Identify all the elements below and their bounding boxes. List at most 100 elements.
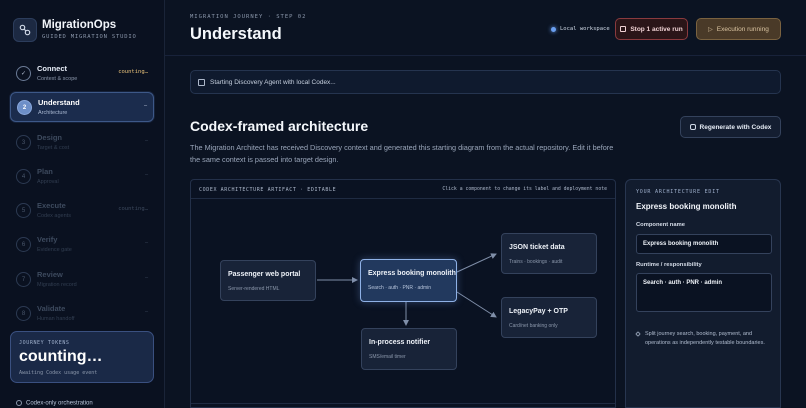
page-title: Understand [190, 25, 282, 43]
stop-icon [620, 26, 627, 32]
node-desc: SMS/email timer [369, 354, 406, 360]
step-number: 3 [16, 135, 31, 150]
node-title: LegacyPay + OTP [509, 308, 568, 315]
step-understand[interactable]: 2 Understand Architecture – [10, 92, 154, 122]
node-desc: Card/net banking only [509, 323, 558, 329]
step-name: Connect [37, 64, 67, 73]
step-status: – [144, 138, 148, 144]
status-dot-icon [551, 26, 556, 32]
node-json-ticket-data[interactable]: JSON ticket data Trains · bookings · aud… [501, 233, 597, 274]
execution-running-button[interactable]: ▷ Execution running [696, 18, 781, 40]
arrow-monolith-json [456, 253, 497, 273]
header-divider [165, 55, 806, 56]
step-status: – [144, 275, 148, 281]
node-legacypay[interactable]: LegacyPay + OTP Card/net banking only [501, 297, 597, 338]
node-desc: Trains · bookings · audit [509, 259, 563, 265]
logo-icon [13, 18, 37, 42]
app-subtitle: GUIDED MIGRATION STUDIO [42, 34, 137, 40]
step-design[interactable]: 3 Design Target & cost – [10, 128, 154, 158]
tokens-note: Awaiting Codex usage event [19, 370, 98, 376]
step-name: Plan [37, 167, 53, 176]
breadcrumb: MIGRATION JOURNEY · STEP 02 [190, 14, 307, 20]
step-number: 5 [16, 203, 31, 218]
runtime-textarea[interactable]: Search · auth · PNR · admin [636, 273, 772, 312]
edit-hint: Split journey search, booking, payment, … [635, 330, 772, 360]
diagram-connectors [317, 253, 497, 326]
runtime-label: Runtime / responsibility [636, 262, 702, 268]
component-name-input[interactable]: Express booking monolith [636, 234, 772, 254]
stop-run-button[interactable]: Stop 1 active run [615, 18, 688, 40]
node-booking-monolith[interactable]: Express booking monolith Search · auth ·… [360, 259, 457, 302]
stop-label: Stop 1 active run [630, 25, 683, 33]
step-sub: Evidence gate [37, 247, 72, 253]
exec-label: Execution running [716, 25, 769, 33]
arrow-monolith-legacypay [456, 291, 497, 318]
step-sub: Context & scope [37, 76, 78, 82]
step-status: counting… [118, 206, 148, 212]
regenerate-button[interactable]: Regenerate with Codex [680, 116, 781, 138]
journey-tokens-card: JOURNEY TOKENS counting… Awaiting Codex … [10, 331, 154, 383]
node-title: Express booking monolith [368, 270, 456, 277]
hint-text: Split journey search, booking, payment, … [645, 331, 765, 346]
tokens-value: counting… [19, 348, 103, 365]
step-sub: Human handoff [37, 316, 75, 322]
section-title: Codex-framed architecture [190, 118, 369, 134]
step-status: – [143, 103, 147, 109]
node-title: In-process notifier [369, 339, 431, 346]
step-status: – [144, 172, 148, 178]
node-passenger-portal[interactable]: Passenger web portal Server-rendered HTM… [220, 260, 316, 301]
step-number: 7 [16, 272, 31, 287]
artifact-label: CODEX ARCHITECTURE ARTIFACT · EDITABLE [199, 187, 337, 193]
sparkle-icon [635, 331, 641, 337]
terminal-icon [198, 79, 205, 86]
step-status: counting… [118, 69, 148, 75]
app-title: MigrationOps [42, 19, 117, 31]
step-sub: Target & cost [37, 145, 70, 151]
regenerate-label: Regenerate with Codex [699, 123, 772, 131]
artifact-hint: Click a component to change its label an… [442, 187, 607, 192]
step-name: Review [37, 270, 63, 279]
check-icon: ✓ [16, 66, 31, 81]
orchestration-icon [16, 400, 22, 406]
step-sub: Codex agents [37, 213, 71, 219]
sidebar: MigrationOps GUIDED MIGRATION STUDIO ✓ C… [0, 0, 165, 408]
step-validate[interactable]: 8 Validate Human handoff – [10, 299, 154, 329]
component-name-label: Component name [636, 222, 685, 228]
step-number: 4 [16, 169, 31, 184]
workspace-indicator: Local workspace [551, 26, 610, 32]
play-icon: ▷ [708, 26, 713, 33]
architecture-artifact: CODEX ARCHITECTURE ARTIFACT · EDITABLE C… [190, 179, 616, 408]
step-status: – [144, 309, 148, 315]
workspace-label: Local workspace [560, 26, 610, 32]
artifact-divider [191, 403, 615, 404]
step-review[interactable]: 7 Review Migration record – [10, 265, 154, 295]
step-sub: Approval [37, 179, 59, 185]
node-desc: Search · auth · PNR · admin [368, 285, 432, 291]
step-number: 6 [16, 237, 31, 252]
status-text: Starting Discovery Agent with local Code… [210, 79, 336, 86]
tokens-label: JOURNEY TOKENS [19, 340, 70, 346]
refresh-icon [689, 124, 696, 130]
architecture-edit-panel: YOUR ARCHITECTURE EDIT Express booking m… [625, 179, 781, 408]
section-description: The Migration Architect has received Dis… [190, 143, 614, 164]
node-notifier[interactable]: In-process notifier SMS/email timer [361, 328, 457, 370]
step-status: – [144, 240, 148, 246]
step-name: Validate [37, 304, 66, 313]
step-name: Understand [38, 98, 80, 107]
step-plan[interactable]: 4 Plan Approval – [10, 162, 154, 192]
sidebar-footer: Codex-only orchestration [16, 400, 93, 407]
edit-panel-label: YOUR ARCHITECTURE EDIT [636, 189, 720, 195]
step-sub: Migration record [37, 282, 77, 288]
step-number: 2 [17, 100, 32, 115]
node-title: Passenger web portal [228, 271, 301, 278]
step-name: Execute [37, 201, 66, 210]
step-connect[interactable]: ✓ Connect Context & scope counting… [10, 59, 154, 89]
artifact-header: CODEX ARCHITECTURE ARTIFACT · EDITABLE C… [191, 180, 615, 199]
node-title: JSON ticket data [509, 244, 565, 251]
step-execute[interactable]: 5 Execute Codex agents counting… [10, 196, 154, 226]
step-verify[interactable]: 6 Verify Evidence gate – [10, 230, 154, 260]
step-name: Verify [37, 235, 58, 244]
node-desc: Server-rendered HTML [228, 286, 280, 292]
edit-heading: Express booking monolith [636, 202, 737, 211]
footer-text: Codex-only orchestration [26, 400, 93, 407]
